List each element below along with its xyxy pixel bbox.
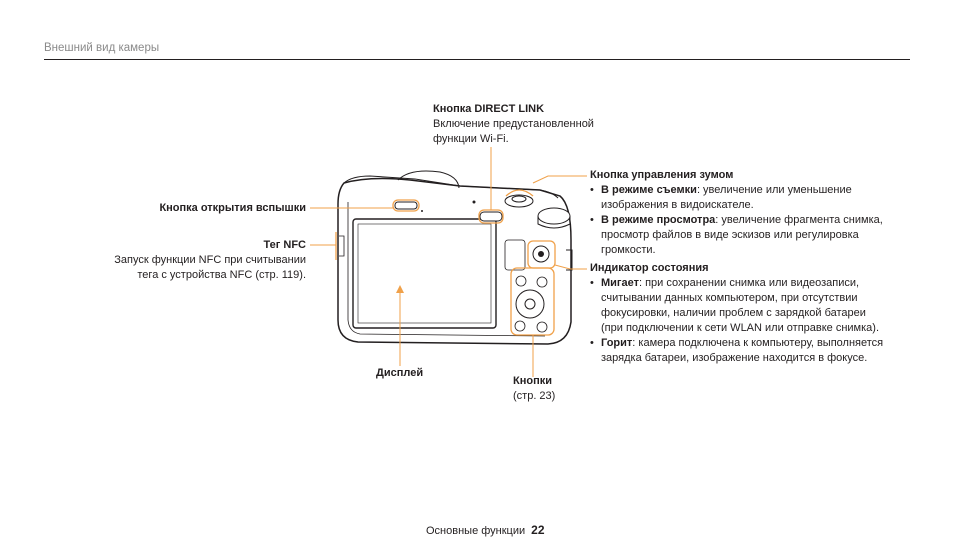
zoom-bullet-shooting: В режиме съемки: увеличение или уменьшен… <box>590 183 910 213</box>
direct-link-desc-line2: функции Wi-Fi. <box>433 133 509 145</box>
section-title: Внешний вид камеры <box>44 42 160 54</box>
zoom-bullet-text: изображения в видоискателе. <box>601 199 754 211</box>
delete-button <box>536 321 548 333</box>
zoom-bullet-term: В режиме просмотра <box>601 214 716 226</box>
status-bullet-text: : при сохранении снимка или видеозаписи, <box>638 277 860 289</box>
status-bullet-text: считывании данных компьютером, при отсут… <box>601 292 858 304</box>
nfc-title: Тег NFC <box>263 239 306 251</box>
direct-link-button <box>479 211 503 222</box>
zoom-highlight <box>505 189 534 197</box>
buttons-page-ref: (стр. 23) <box>513 390 556 402</box>
play-button <box>536 276 548 288</box>
status-bullet-text: зарядка батареи, изображение находится в… <box>601 352 868 364</box>
status-bullet-on: Горит: камера подключена к компьютеру, в… <box>590 336 910 366</box>
direct-link-desc-line1: Включение предустановленной <box>433 118 594 130</box>
fn-button <box>514 320 526 332</box>
zoom-bullet-text: : увеличение или уменьшение <box>696 184 852 196</box>
zoom-title: Кнопка управления зумом <box>590 169 734 181</box>
nfc-desc-line1: Запуск функции NFC при считывании <box>114 254 306 266</box>
status-bullet-blinking: Мигает: при сохранении снимка или видеоз… <box>590 276 910 336</box>
leader-status <box>554 264 587 270</box>
zoom-bullet-term: В режиме съемки <box>601 184 697 196</box>
zoom-bullet-text: громкости. <box>601 244 656 256</box>
buttons-title: Кнопки <box>513 375 552 387</box>
zoom-bullet-playback: В режиме просмотра: увеличение фрагмента… <box>590 213 910 258</box>
mode-dial <box>537 207 571 225</box>
buttons-callout: Кнопки (стр. 23) <box>513 374 555 404</box>
zoom-bullet-text: : увеличение фрагмента снимка, <box>715 214 883 226</box>
nfc-callout: Тег NFC Запуск функции NFC при считывани… <box>100 238 306 283</box>
zoom-bullet-text: просмотр файлов в виде эскизов или регул… <box>601 229 859 241</box>
menu-button <box>515 275 527 287</box>
page-number: 22 <box>531 523 545 537</box>
direct-link-title: Кнопка DIRECT LINK <box>433 103 545 115</box>
flash-highlight <box>392 199 420 212</box>
zoom-callout: Кнопка управления зумом В режиме съемки:… <box>590 168 910 258</box>
status-bullet-text: фокусировки, наличии проблем с зарядкой … <box>601 307 866 319</box>
status-callout: Индикатор состояния Мигает: при сохранен… <box>590 261 910 366</box>
flash-button <box>394 201 418 210</box>
status-title: Индикатор состояния <box>590 262 709 274</box>
status-bullet-text: : камера подключена к компьютеру, выполн… <box>632 337 884 349</box>
display-callout-title: Дисплей <box>376 367 424 379</box>
flash-callout-title: Кнопка открытия вспышки <box>159 202 306 214</box>
page-footer: Основные функции 22 <box>426 523 545 537</box>
display-screen <box>352 218 497 329</box>
lens-barrel <box>397 170 460 189</box>
status-bullet-term: Горит <box>601 337 633 349</box>
status-bullet-text: (при подключении к сети WLAN или отправк… <box>601 322 880 334</box>
shutter-button <box>511 195 527 203</box>
status-highlight <box>527 240 556 269</box>
status-bullet-term: Мигает <box>601 277 639 289</box>
camera-top-plate <box>343 175 559 199</box>
nfc-desc-line2: тега с устройства NFC (стр. 119). <box>137 269 306 281</box>
leader-zoom <box>532 175 587 184</box>
footer-label: Основные функции <box>426 525 526 537</box>
direct-link-callout: Кнопка DIRECT LINK Включение предустанов… <box>433 102 594 147</box>
header-divider <box>44 59 910 60</box>
